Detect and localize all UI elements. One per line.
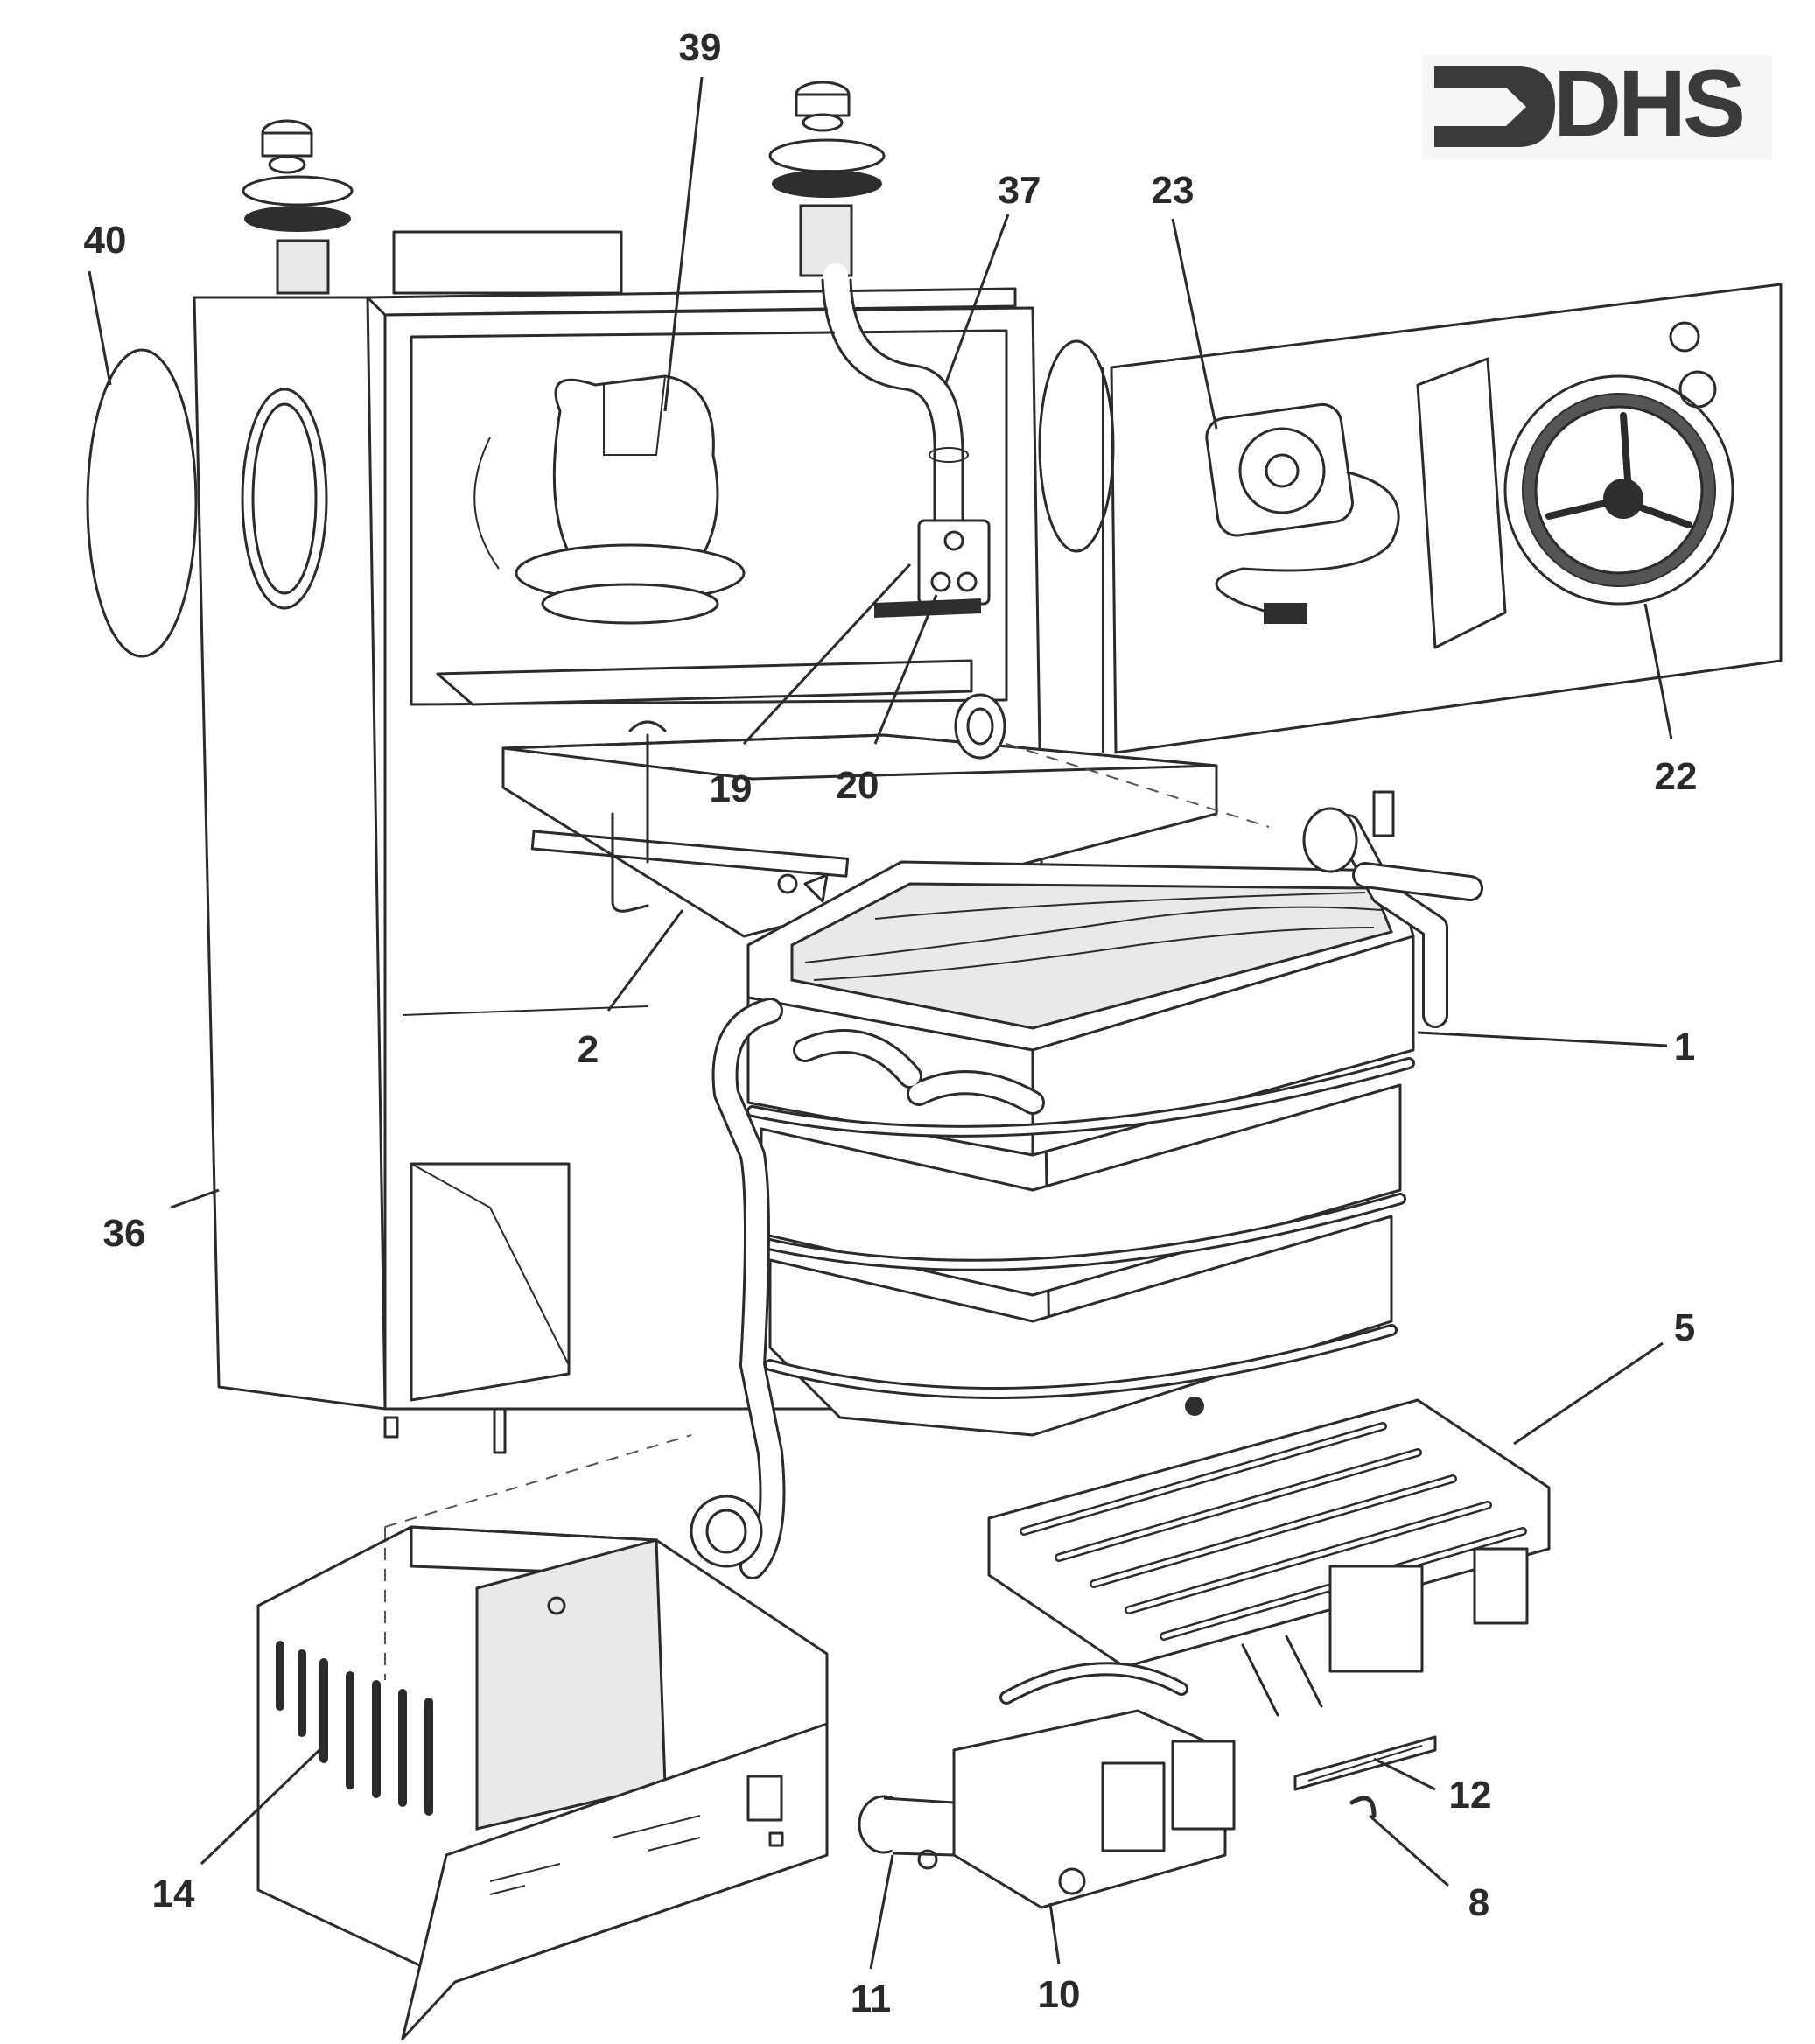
callout-40: 40 (83, 219, 127, 262)
leader-20 (873, 594, 938, 745)
leader-8 (1369, 1814, 1449, 1887)
leader-12 (1373, 1757, 1436, 1791)
control-box (256, 1434, 829, 2040)
gas-valve (952, 1662, 1236, 1909)
leader-1 (1417, 1031, 1668, 1047)
electrode-bracket (1293, 1735, 1437, 1791)
callout-5: 5 (1673, 1306, 1696, 1349)
leader-10 (1048, 1902, 1061, 1965)
leader-39 (663, 76, 704, 412)
clip (1349, 1796, 1377, 1818)
leader-23 (1171, 218, 1218, 430)
pressure-switch (1205, 402, 1400, 624)
heat-exchanger (746, 860, 1415, 1437)
leader-14 (200, 1748, 321, 1866)
gas-inlet-fitting (858, 1795, 956, 1870)
callout-20: 20 (836, 764, 879, 807)
callout-22: 22 (1654, 755, 1698, 798)
combustion-chamber-cover (436, 659, 1218, 938)
flue-hood (473, 374, 746, 625)
right-water-connection (768, 80, 886, 277)
pipe-elbow (821, 263, 969, 537)
fan-assembly (1416, 321, 1734, 649)
callout-36: 36 (102, 1212, 146, 1255)
brand-logo: DHS (1422, 54, 1772, 159)
leader-37 (943, 214, 1010, 386)
leader-19 (742, 563, 912, 746)
callout-12: 12 (1448, 1774, 1492, 1816)
sealing-ring (86, 348, 198, 658)
outlet-fitting (954, 693, 1270, 828)
callout-8: 8 (1468, 1881, 1490, 1924)
leader-40 (88, 270, 112, 386)
leader-5 (1513, 1341, 1664, 1446)
leader-11 (869, 1854, 894, 1970)
callout-1: 1 (1673, 1026, 1696, 1068)
callout-23: 23 (1151, 169, 1195, 212)
burner (987, 1396, 1551, 1717)
leader-2 (606, 909, 684, 1012)
callout-11: 11 (850, 1978, 892, 2020)
callout-37: 37 (998, 169, 1041, 212)
leader-22 (1643, 603, 1673, 740)
callout-39: 39 (678, 26, 722, 69)
brand-logo-text: DHS (1553, 50, 1746, 156)
heat-exchanger-pipes (690, 790, 1483, 1579)
left-water-connection (242, 119, 354, 295)
callout-10: 10 (1037, 1973, 1081, 2016)
arrow-bracket-icon (1434, 66, 1555, 147)
callout-19: 19 (709, 767, 753, 810)
overheat-thermostat (874, 519, 991, 619)
callout-14: 14 (151, 1872, 195, 1915)
callout-2: 2 (577, 1028, 599, 1071)
leader-lines (88, 76, 1673, 1970)
leader-36 (170, 1188, 220, 1209)
